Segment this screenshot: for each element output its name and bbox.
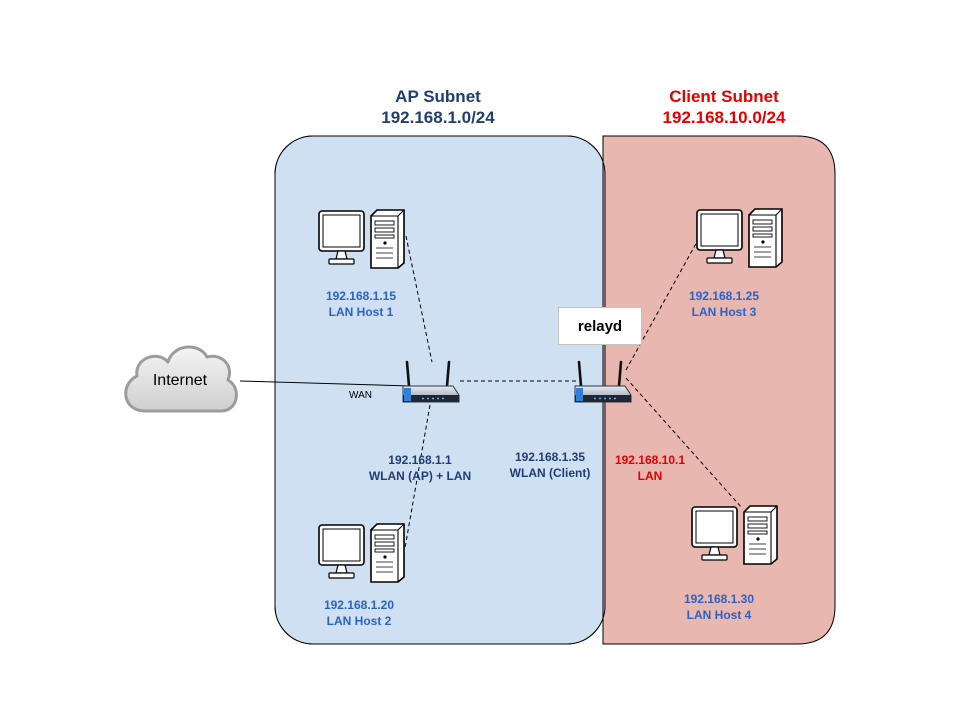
relayd-box: relayd xyxy=(558,307,642,345)
host-1-name: LAN Host 1 xyxy=(328,305,394,319)
client-lan-role: LAN xyxy=(637,469,663,483)
ap-subnet-cidr: 192.168.1.0/24 xyxy=(381,108,495,127)
ap-subnet-name: AP Subnet xyxy=(395,87,481,106)
wan-link xyxy=(239,380,413,387)
client-subnet-cidr: 192.168.10.0/24 xyxy=(662,108,786,127)
ap-router-label: 192.168.1.1 WLAN (AP) + LAN xyxy=(330,452,510,484)
host-2-ip: 192.168.1.20 xyxy=(323,598,395,612)
host-3-label: 192.168.1.25 LAN Host 3 xyxy=(634,288,814,320)
client-router-ip: 192.168.1.35 xyxy=(514,450,586,464)
client-lan-ip: 192.168.10.1 xyxy=(614,453,686,467)
wan-label: WAN xyxy=(349,390,372,401)
cloud-icon xyxy=(124,345,238,413)
internet-label: Internet xyxy=(152,372,208,389)
host-1-label: 192.168.1.15 LAN Host 1 xyxy=(271,288,451,320)
ap-router-role: WLAN (AP) + LAN xyxy=(368,469,472,483)
host-4-ip: 192.168.1.30 xyxy=(683,592,755,606)
ap-router-ip: 192.168.1.1 xyxy=(388,453,452,467)
host-4-name: LAN Host 4 xyxy=(686,608,752,622)
host-2-label: 192.168.1.20 LAN Host 2 xyxy=(269,597,449,629)
host-3-ip: 192.168.1.25 xyxy=(688,289,760,303)
host-2-name: LAN Host 2 xyxy=(326,614,392,628)
host-1-ip: 192.168.1.15 xyxy=(325,289,397,303)
client-router-label: 192.168.1.35 WLAN (Client) xyxy=(460,449,640,481)
client-router-role: WLAN (Client) xyxy=(509,466,591,480)
client-subnet-name: Client Subnet xyxy=(669,87,779,106)
host-4-label: 192.168.1.30 LAN Host 4 xyxy=(629,591,809,623)
dashed-links xyxy=(404,235,743,549)
host-3-name: LAN Host 3 xyxy=(691,305,757,319)
client-subnet-title: Client Subnet 192.168.10.0/24 xyxy=(604,86,844,128)
client-lan-label: 192.168.10.1 LAN xyxy=(560,452,740,484)
ap-subnet-title: AP Subnet 192.168.1.0/24 xyxy=(318,86,558,128)
